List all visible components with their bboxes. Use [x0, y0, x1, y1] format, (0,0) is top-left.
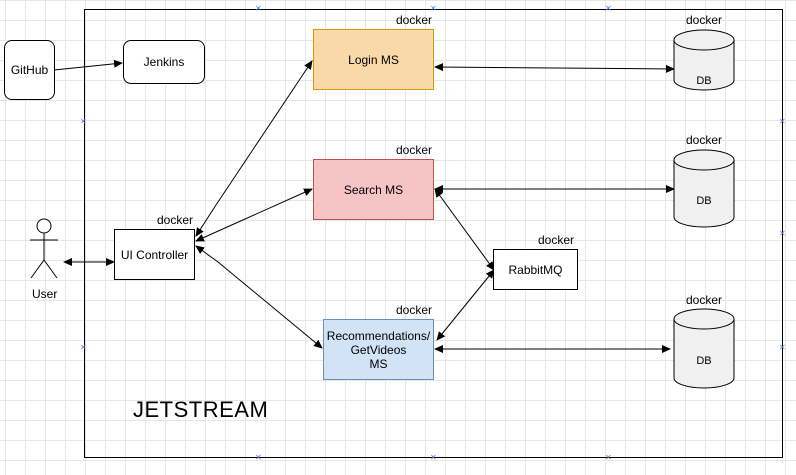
frame-handle[interactable]: ✕ [255, 4, 262, 13]
ui-controller-node[interactable]: UI Controller [114, 229, 195, 280]
login-db-edge [434, 63, 675, 73]
docker-tag-search: docker [396, 143, 433, 157]
db-cylinder-2 [673, 149, 735, 228]
jetstream-container [84, 9, 783, 458]
docker-tag-db2: docker [686, 133, 723, 147]
docker-tag-login: docker [396, 13, 433, 27]
docker-tag-db1: docker [686, 13, 723, 27]
docker-tag-rabbitmq: docker [538, 233, 575, 247]
recommendations-rabbitmq-edge [436, 269, 495, 341]
db-label-1: DB [696, 75, 712, 87]
frame-handle[interactable]: ✕ [80, 117, 87, 126]
ui-search-edge [195, 188, 313, 242]
frame-handle[interactable]: ✕ [779, 343, 786, 352]
rabbitmq-node[interactable]: RabbitMQ [493, 249, 578, 290]
user-label: User [32, 287, 58, 301]
docker-tag-ui: docker [157, 213, 194, 227]
docker-tag-recommendations: docker [396, 303, 433, 317]
db-cylinder-3 [673, 308, 735, 389]
search-rabbitmq-edge [434, 188, 495, 271]
frame-handle[interactable]: ✕ [605, 453, 612, 462]
search-ms-node[interactable]: Search MS [313, 159, 434, 220]
login-ms-node[interactable]: Login MS [313, 29, 434, 90]
db-label-2: DB [696, 195, 712, 207]
db-label-3: DB [696, 355, 712, 367]
frame-handle[interactable]: ✕ [255, 453, 262, 462]
frame-handle[interactable]: ✕ [605, 4, 612, 13]
frame-handle[interactable]: ✕ [430, 453, 437, 462]
user-actor-icon [30, 218, 58, 279]
jenkins-node[interactable]: Jenkins [123, 40, 205, 84]
ui-login-edge [195, 60, 313, 237]
frame-handle[interactable]: ✕ [779, 229, 786, 238]
recommendations-ms-node[interactable]: Recommendations/ GetVideos MS [323, 319, 434, 380]
container-label: JETSTREAM [133, 397, 269, 422]
docker-tag-db3: docker [686, 293, 723, 307]
github-jenkins-edge [53, 59, 123, 71]
github-node[interactable]: GitHub [4, 40, 55, 100]
db-cylinder-1 [673, 29, 735, 91]
frame-handle[interactable]: ✕ [779, 117, 786, 126]
frame-handle[interactable]: ✕ [430, 4, 437, 13]
ui-recommendations-edge [195, 245, 323, 349]
frame-handle[interactable]: ✕ [80, 343, 87, 352]
